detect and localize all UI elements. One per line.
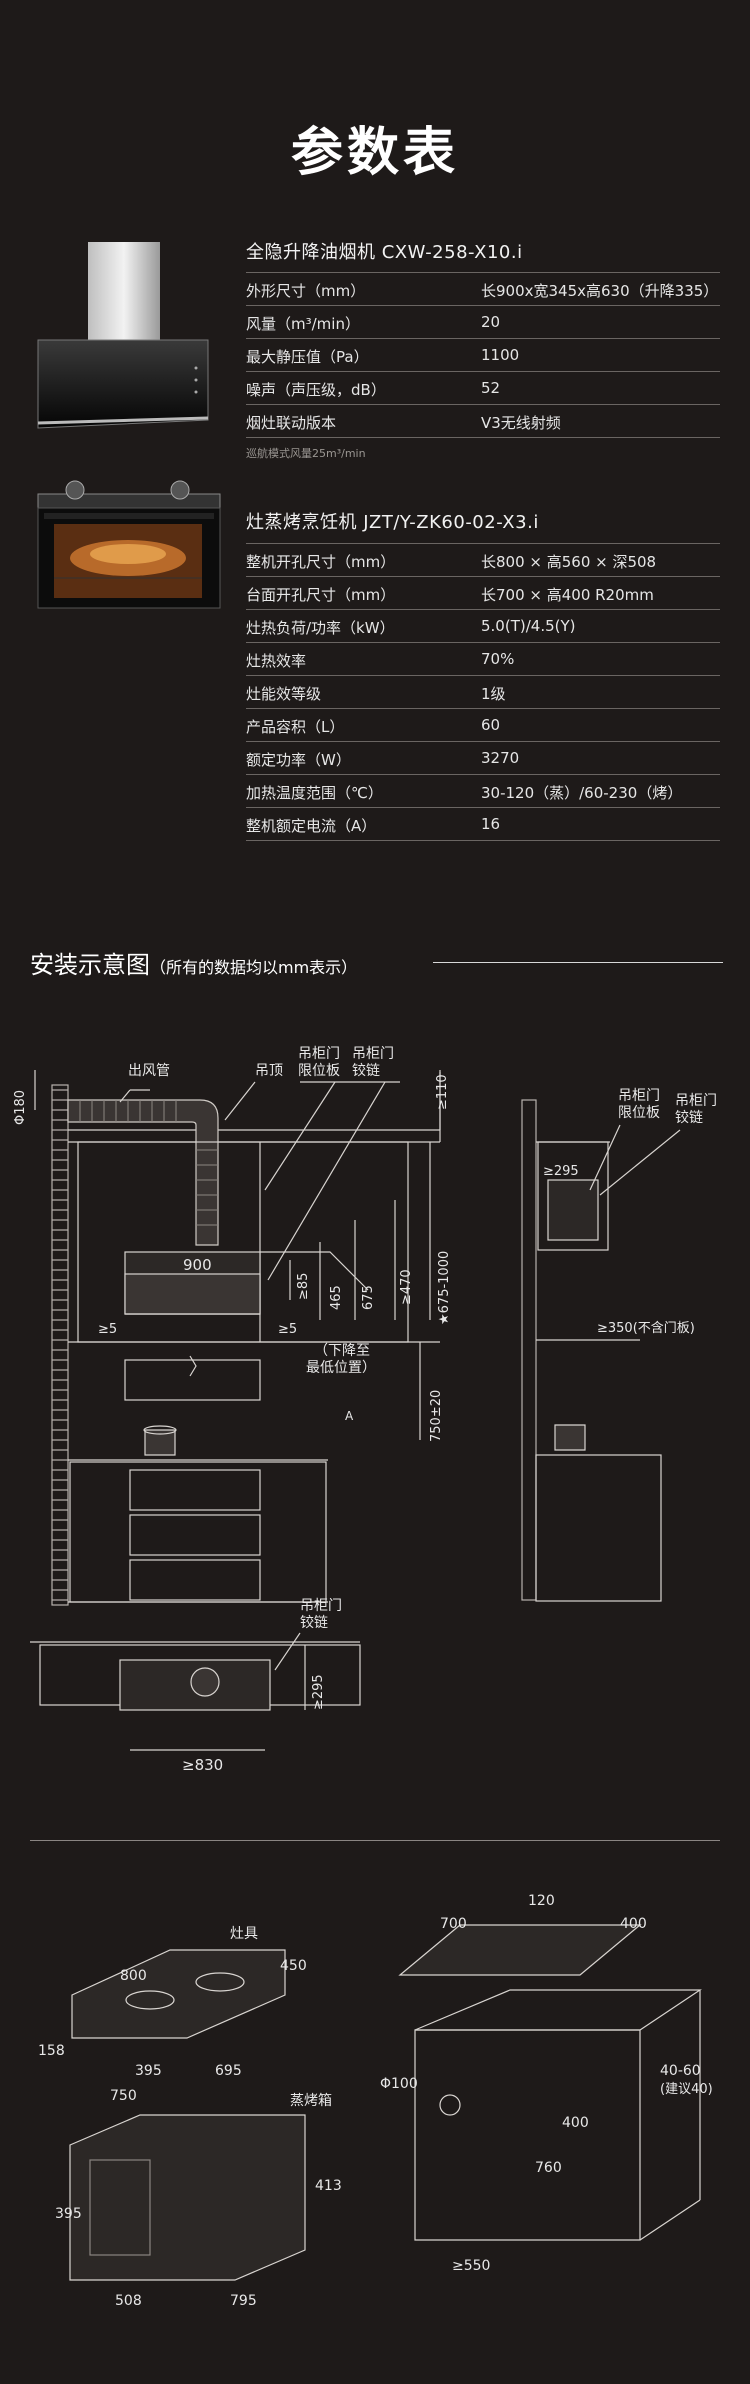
left-wall	[51, 1084, 69, 1606]
oven-795: 795	[230, 2293, 257, 2309]
spec-row: 整机开孔尺寸（mm）长800 × 高560 × 深508	[246, 543, 720, 577]
stove-label: 灶具	[230, 1926, 258, 1942]
dimension-drawings: 灶具 800 450 158 395 695 120 700 400 蒸烤箱 7…	[38, 1893, 713, 2309]
oven-750: 750	[110, 2088, 137, 2104]
spec-row: 外形尺寸（mm）长900x宽345x高630（升降335）	[246, 272, 720, 306]
section-divider-2	[30, 1840, 720, 1841]
label-d470: ≥470	[399, 1269, 414, 1305]
label-d900: 900	[183, 1256, 212, 1274]
label-d295-top: ≥295	[311, 1674, 326, 1710]
oven-label: 蒸烤箱	[290, 2093, 332, 2109]
label-d350: ≥350(不含门板)	[597, 1320, 695, 1336]
spec-row: 最大静压值（Pa）1100	[246, 339, 720, 372]
cut-120: 120	[528, 1893, 555, 1909]
label-duct: 出风管	[128, 1063, 170, 1079]
installation-diagram: Φ180 出风管 吊顶 吊柜门 限位板 吊柜门 铰链 ≥110 900 465 …	[13, 1046, 717, 1774]
label-lower-b: 最低位置）	[306, 1360, 376, 1376]
label-d830: ≥830	[182, 1756, 223, 1774]
page-title: 参数表	[290, 123, 459, 183]
stove-695: 695	[215, 2063, 242, 2079]
cut-700: 700	[440, 1916, 467, 1932]
label-limit-a: 吊柜门	[298, 1046, 340, 1062]
install-section-title: 安装示意图（所有的数据均以mm表示）	[30, 951, 358, 979]
stove-450: 450	[280, 1958, 307, 1974]
label-d110: ≥110	[435, 1074, 450, 1110]
spec-row: 噪声（声压级，dB）52	[246, 372, 720, 405]
cab-suggest: (建议40)	[660, 2082, 713, 2097]
spec-row: 加热温度范围（℃）30-120（蒸）/60-230（烤）	[246, 775, 720, 808]
label-d465: 465	[329, 1285, 344, 1310]
cab-phi100: Φ100	[380, 2076, 418, 2092]
label-hinge-b: 铰链	[352, 1063, 380, 1079]
label-hinge-a: 吊柜门	[352, 1046, 394, 1062]
stove-395: 395	[135, 2063, 162, 2079]
stove-158: 158	[38, 2043, 65, 2059]
label-phi180: Φ180	[13, 1090, 28, 1125]
spec-row: 额定功率（W）3270	[246, 742, 720, 775]
stove-oven-image	[37, 480, 221, 609]
spec-row: 台面开孔尺寸（mm）长700 × 高400 R20mm	[246, 577, 720, 610]
label-ceiling: 吊顶	[255, 1063, 283, 1079]
spec-row: 整机额定电流（A）16	[246, 808, 720, 841]
label-d675: 675	[361, 1285, 376, 1310]
label-d750: 750±20	[429, 1390, 444, 1442]
label-d675-1000: ★675-1000	[437, 1251, 452, 1325]
cab-760: 760	[535, 2160, 562, 2176]
label-limit-b: 限位板	[298, 1063, 340, 1079]
oven-413: 413	[315, 2178, 342, 2194]
label-side-hinge-b: 铰链	[675, 1110, 703, 1126]
cab-550: ≥550	[452, 2258, 490, 2274]
label-d85: ≥85	[296, 1273, 311, 1300]
label-d295: ≥295	[543, 1164, 579, 1179]
spec-row: 产品容积（L）60	[246, 709, 720, 742]
hood-title: 全隐升降油烟机 CXW-258-X10.i	[246, 242, 523, 263]
label-lower-a: （下降至	[314, 1343, 370, 1359]
label-side-limit-a: 吊柜门	[618, 1088, 660, 1104]
label-top-hinge-b: 铰链	[300, 1615, 328, 1631]
cut-400: 400	[620, 1916, 647, 1932]
label-top-hinge-a: 吊柜门	[300, 1598, 342, 1614]
section-divider	[433, 962, 723, 963]
oven-508: 508	[115, 2293, 142, 2309]
stove-800: 800	[120, 1968, 147, 1984]
cab-400: 400	[562, 2115, 589, 2131]
spec-row: 风量（m³/min）20	[246, 306, 720, 339]
label-d5-left: ≥5	[98, 1322, 117, 1337]
label-side-hinge-a: 吊柜门	[675, 1093, 717, 1109]
hood-note: 巡航模式风量25m³/min	[246, 447, 366, 460]
hood-spec-table: 外形尺寸（mm）长900x宽345x高630（升降335） 风量（m³/min）…	[246, 272, 720, 438]
cab-40-60: 40-60	[660, 2063, 701, 2079]
stove-spec-table: 整机开孔尺寸（mm）长800 × 高560 × 深508 台面开孔尺寸（mm）长…	[246, 543, 720, 841]
spec-row: 灶热负荷/功率（kW）5.0(T)/4.5(Y)	[246, 610, 720, 643]
label-marker-a: A	[345, 1409, 354, 1423]
oven-395: 395	[55, 2206, 82, 2222]
label-d5-right: ≥5	[278, 1322, 297, 1337]
range-hood-image	[37, 242, 209, 429]
stove-title: 灶蒸烤烹饪机 JZT/Y-ZK60-02-X3.i	[246, 512, 539, 533]
label-side-limit-b: 限位板	[618, 1105, 660, 1121]
